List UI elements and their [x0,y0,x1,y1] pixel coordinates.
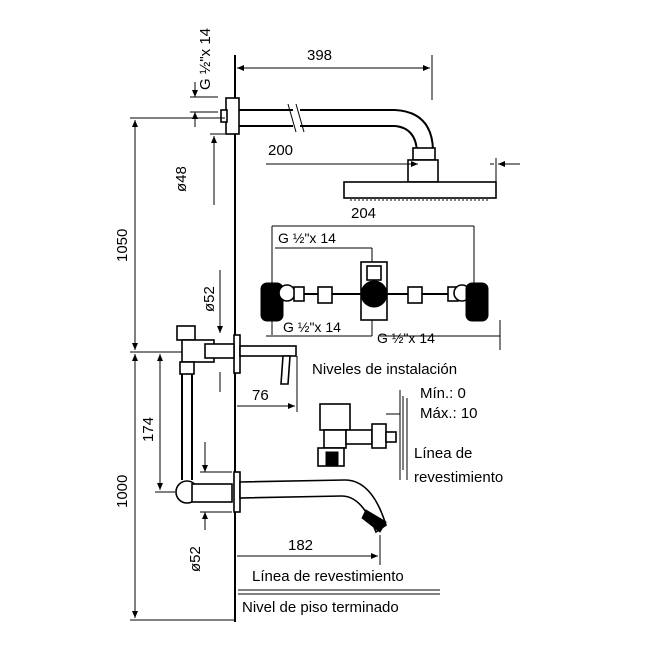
dim-total-lower: 1000 [114,354,235,621]
dim-lever-depth: 76 [237,356,298,412]
dim-arm-length: 398 [237,47,433,100]
total-upper-label: 1050 [114,229,131,262]
lever-depth-label: 76 [252,387,269,404]
shower-head [343,181,497,201]
mixer-side-view [175,325,297,513]
dim-arm-offset: 200 [266,142,418,167]
dim-thread-top: G ½"x 14 [190,28,218,127]
valve-body-front [260,261,489,322]
max-level: Máx.: 10 [420,405,478,422]
dim-head-width-label: 204 [351,205,376,222]
installation-levels: Niveles de instalación Mín.: 0 Máx.: 10 … [312,361,503,486]
valve-thread-left-label: G ½"x 14 [283,319,341,335]
flange-top-label: ø48 [173,166,190,192]
mixer-flange-label: ø52 [201,286,218,312]
levels-title: Niveles de instalación [312,361,457,378]
dim-mixer-flange: ø52 [201,270,223,392]
valve-thread-right-label: G ½"x 14 [377,330,435,346]
arm-offset-label: 200 [268,142,293,159]
dim-valve-bottom-threads: G ½"x 14 G ½"x 14 [266,319,501,350]
dim-spout-length: 182 [237,535,381,565]
finished-floor-label: Nivel de piso terminado [242,599,399,616]
spout-length-label: 182 [288,537,313,554]
valve-spacing-label: 174 [140,417,157,442]
cladding-line-1: Línea de [414,445,472,462]
spout-flange-label: ø52 [187,546,204,572]
valve-thread-top-label: G ½"x 14 [278,230,336,246]
floor-lines: Línea de revestimiento Nivel de piso ter… [238,568,440,616]
thread-top-label: G ½"x 14 [197,28,214,90]
total-lower-label: 1000 [114,475,131,508]
min-level: Mín.: 0 [420,385,466,402]
dim-valve-spacing: 174 [140,351,175,493]
dim-head-width [490,158,520,182]
bath-spout [239,479,387,534]
dim-total-upper: 1050 [114,117,230,353]
valve-side-view [317,403,400,467]
dim-flange-top: ø48 [173,117,225,205]
arm-length-label: 398 [307,47,332,64]
dim-spout-flange: ø52 [187,442,232,572]
head-width-label: 204 [351,205,376,222]
cladding-line-2: revestimiento [414,469,503,486]
dim-valve-top-thread: G ½"x 14 [271,225,475,283]
cladding-line-label: Línea de revestimiento [252,568,404,585]
shower-arm [220,97,439,183]
